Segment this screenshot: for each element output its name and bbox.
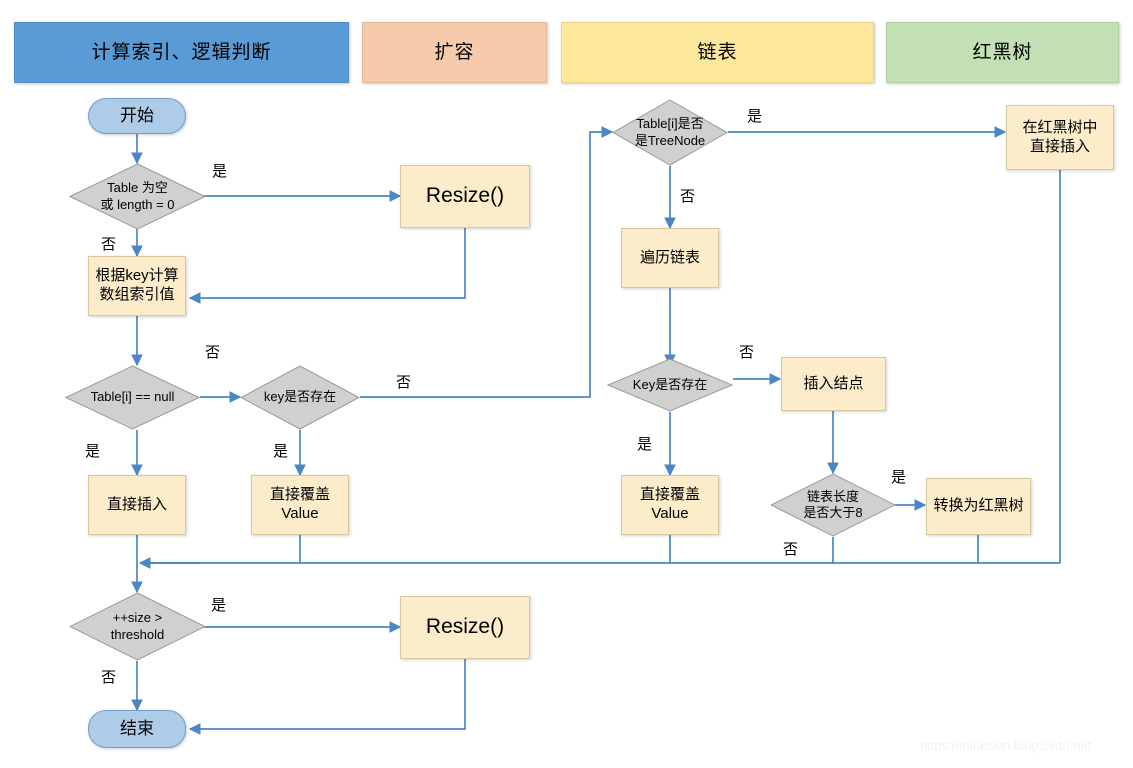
edge-label-size-threshold-yes: 是 [211, 597, 227, 614]
edge-label-table-i-null-no: 否 [205, 344, 221, 361]
node-table-i-null: Table[i] == null [65, 365, 200, 430]
edge-label-is-treenode-yes: 是 [747, 108, 763, 125]
node-insert-rbtree-label: 在红黑树中 直接插入 [1022, 118, 1098, 155]
edge-label-key-exists-right-yes: 是 [637, 436, 653, 453]
node-overwrite-right-label: 直接覆盖 Value [639, 486, 700, 522]
edge-label-key-exists-right-no: 否 [739, 344, 755, 361]
edge-label-key-exists-left-no: 否 [396, 374, 412, 391]
node-table-empty-label: Table 为空 或 length = 0 [100, 180, 175, 212]
node-is-treenode: Table[i]是否 是TreeNode [612, 99, 728, 166]
node-key-exists-left-label: key是否存在 [263, 389, 337, 405]
node-table-i-null-label: Table[i] == null [90, 389, 175, 405]
edge-label-table-empty-yes: 是 [212, 163, 228, 180]
edge-label-key-exists-left-yes: 是 [273, 443, 289, 460]
diamond-shape [240, 365, 360, 430]
lane-header-redblacktree: 红黑树 [886, 22, 1119, 83]
edge-label-is-treenode-no: 否 [680, 188, 696, 205]
watermark: https://thinkwon.blog.csdn.net [920, 738, 1092, 753]
node-start: 开始 [88, 98, 186, 134]
diamond-shape [69, 592, 206, 661]
node-size-threshold: ++size > threshold [69, 592, 206, 661]
diamond-shape [770, 473, 896, 537]
node-overwrite-left: 直接覆盖 Value [251, 475, 349, 535]
node-convert-rbtree: 转换为红黑树 [926, 478, 1031, 535]
node-list-len-gt8-label: 链表长度 是否大于8 [803, 488, 863, 520]
diamond-shape [607, 358, 733, 412]
node-size-threshold-label: ++size > threshold [110, 610, 165, 642]
lane-header-index-logic: 计算索引、逻辑判断 [14, 22, 349, 83]
node-key-exists-left: key是否存在 [240, 365, 360, 430]
node-is-treenode-label: Table[i]是否 是TreeNode [634, 116, 706, 148]
node-insert-node: 插入结点 [781, 357, 886, 411]
diamond-shape [65, 365, 200, 430]
edge-label-table-empty-no: 否 [101, 236, 117, 253]
node-end: 结束 [88, 710, 186, 748]
node-insert-rbtree: 在红黑树中 直接插入 [1006, 105, 1114, 170]
lane-header-linkedlist: 链表 [561, 22, 874, 83]
lane-header-resize: 扩容 [362, 22, 547, 83]
edge-label-table-i-null-yes: 是 [85, 443, 101, 460]
node-key-exists-right-label: Key是否存在 [632, 376, 708, 392]
node-resize-bottom: Resize() [400, 596, 530, 659]
node-key-exists-right: Key是否存在 [607, 358, 733, 412]
diamond-shape [612, 99, 728, 166]
edge-label-list-len-yes: 是 [891, 469, 907, 486]
node-direct-insert: 直接插入 [88, 475, 186, 535]
node-table-empty: Table 为空 或 length = 0 [69, 163, 206, 230]
node-list-len-gt8: 链表长度 是否大于8 [770, 473, 896, 537]
edge-label-size-threshold-no: 否 [101, 669, 117, 686]
node-resize-top: Resize() [400, 165, 530, 228]
node-overwrite-right: 直接覆盖 Value [621, 475, 719, 535]
edge-label-list-len-no: 否 [783, 541, 799, 558]
node-calc-index-label: 根据key计算 数组索引值 [95, 267, 179, 303]
node-traverse-list: 遍历链表 [621, 228, 719, 288]
node-overwrite-left-label: 直接覆盖 Value [269, 486, 330, 522]
node-calc-index: 根据key计算 数组索引值 [88, 256, 186, 316]
